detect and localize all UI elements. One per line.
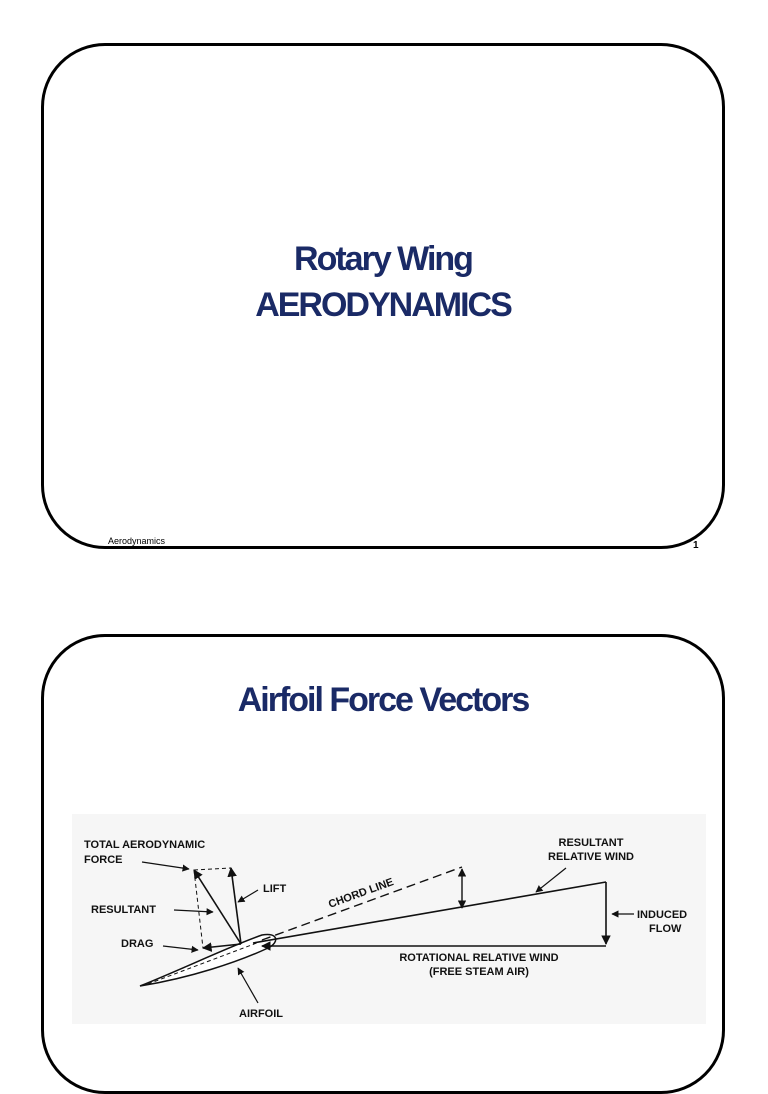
slide-1-title-line-2: AERODYNAMICS [255, 286, 513, 324]
slide-1-title-line-1: Rotary Wing [294, 240, 474, 278]
diagram-background [72, 814, 706, 1024]
slide-1-footer: Aerodynamics [108, 536, 166, 546]
slide-1-title: Rotary Wing AERODYNAMICS [44, 236, 722, 328]
slide-2-title: Airfoil Force Vectors [237, 681, 531, 719]
slide-1: Rotary Wing AERODYNAMICS Aerodynamics [41, 43, 725, 549]
slide-1-page-number: 1 [693, 540, 699, 551]
